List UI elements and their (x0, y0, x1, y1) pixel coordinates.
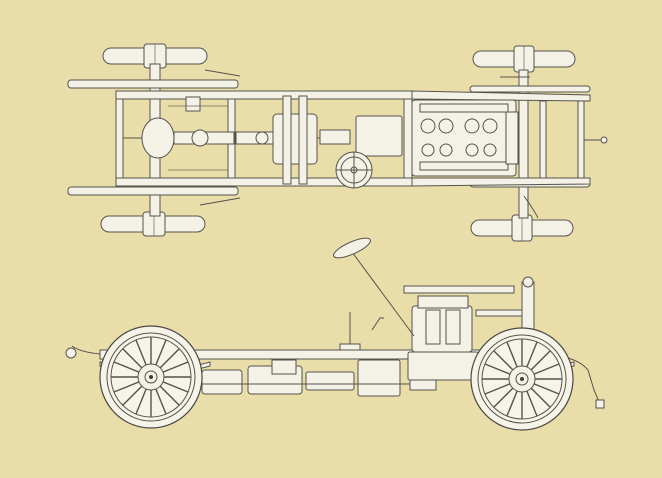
side-front-wheel (470, 327, 574, 431)
plan-engine (411, 99, 519, 177)
side-engine (403, 276, 535, 381)
side-starting-handle (587, 369, 601, 405)
plan-steering-wheel (335, 151, 373, 189)
side-rear-shackle (65, 347, 77, 359)
plan-view (67, 43, 608, 242)
plan-linkages (168, 69, 539, 219)
side-rear-wheel (99, 325, 203, 429)
side-rear-hanger (71, 345, 101, 355)
plan-differential (123, 96, 340, 159)
plan-rear-wheel-bottom (100, 211, 206, 237)
plan-front-wheel-top (472, 45, 576, 73)
side-drivetrain (200, 359, 437, 397)
plan-gearbox (272, 95, 403, 185)
plan-front-wheel-bottom (470, 214, 574, 242)
side-crank-grip (595, 399, 605, 409)
side-view (65, 237, 605, 431)
plan-rear-wheel-top (102, 43, 208, 69)
side-steering (333, 237, 415, 351)
side-steering-wheel (333, 237, 371, 259)
plan-front-axle (518, 69, 529, 219)
